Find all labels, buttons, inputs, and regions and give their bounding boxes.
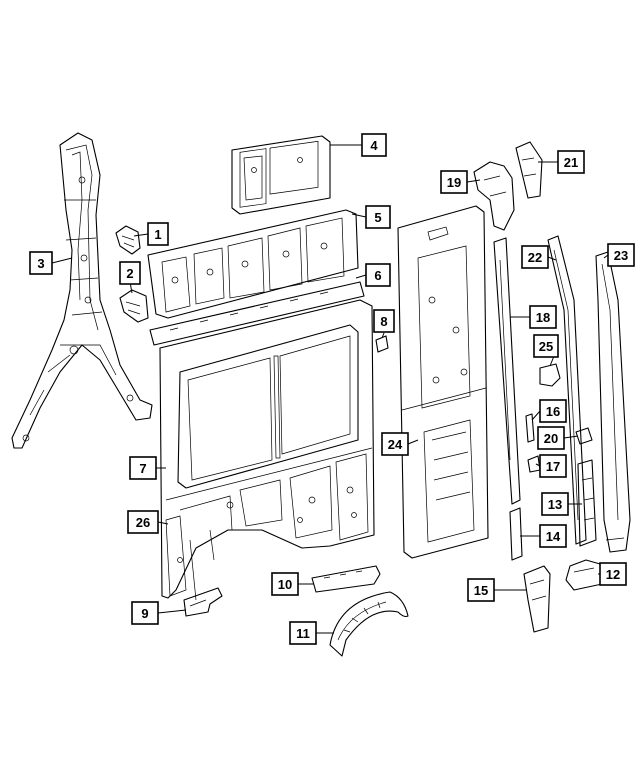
callout-26-label: 26 xyxy=(136,515,150,530)
part-17-clip xyxy=(527,455,541,473)
callout-16: 16 xyxy=(539,399,567,423)
callout-14: 14 xyxy=(539,524,567,548)
callout-15: 15 xyxy=(467,578,495,602)
part-1-bracket xyxy=(115,225,141,255)
callout-19: 19 xyxy=(440,170,468,194)
callout-6: 6 xyxy=(365,263,391,287)
callout-16-label: 16 xyxy=(546,404,560,419)
callout-10-label: 10 xyxy=(278,577,292,592)
callout-26: 26 xyxy=(127,510,159,534)
callout-8: 8 xyxy=(373,309,395,333)
callout-23-label: 23 xyxy=(614,248,628,263)
callout-2: 2 xyxy=(119,261,141,285)
part-20-clip xyxy=(575,427,593,445)
part-2-bracket xyxy=(119,289,149,323)
callout-12: 12 xyxy=(599,562,627,586)
part-8-clip xyxy=(375,335,389,353)
callout-25: 25 xyxy=(533,334,559,358)
part-7-side-panel xyxy=(159,299,375,601)
callout-11-label: 11 xyxy=(296,626,310,641)
part-18-strip xyxy=(493,237,521,505)
callout-5-label: 5 xyxy=(374,210,381,225)
callout-7: 7 xyxy=(129,456,157,480)
part-21-bracket xyxy=(515,141,543,199)
callout-3-label: 3 xyxy=(37,256,44,271)
callout-24: 24 xyxy=(381,432,409,456)
callout-24-label: 24 xyxy=(388,437,403,452)
part-12-corner xyxy=(565,559,603,591)
part-9-bracket xyxy=(183,587,223,617)
part-11-wheelhouse xyxy=(329,591,409,657)
callout-12-label: 12 xyxy=(606,567,620,582)
part-16-plate xyxy=(525,413,535,443)
callout-18-label: 18 xyxy=(536,310,550,325)
callout-22-label: 22 xyxy=(528,250,542,265)
callout-8-label: 8 xyxy=(380,314,387,329)
part-15-bracket xyxy=(523,565,551,633)
leader-lines xyxy=(51,144,609,634)
part-13-member xyxy=(577,459,597,547)
callout-25-label: 25 xyxy=(539,339,553,354)
part-22-strip xyxy=(547,235,587,545)
part-26-lower-inner xyxy=(165,515,187,597)
callout-11: 11 xyxy=(289,621,317,645)
part-24-rear-panel xyxy=(397,205,489,559)
part-4-upper-panel xyxy=(231,135,331,215)
callout-14-label: 14 xyxy=(546,529,561,544)
callout-10: 10 xyxy=(271,572,299,596)
callout-4-label: 4 xyxy=(370,138,378,153)
part-14-member xyxy=(509,507,523,561)
part-3-pillar xyxy=(11,132,153,449)
callout-9-label: 9 xyxy=(141,606,148,621)
part-19-bracket xyxy=(473,161,515,231)
callout-6-label: 6 xyxy=(374,268,381,283)
part-5-roof-rail xyxy=(147,209,359,319)
part-6-strip xyxy=(149,281,365,346)
callout-4: 4 xyxy=(361,133,387,157)
callout-21: 21 xyxy=(557,150,585,174)
callout-7-label: 7 xyxy=(139,461,146,476)
callout-23: 23 xyxy=(607,243,635,267)
callout-1: 1 xyxy=(147,222,169,246)
callout-18: 18 xyxy=(529,305,557,329)
part-10-sill xyxy=(311,565,381,593)
callout-19-label: 19 xyxy=(447,175,461,190)
callout-22: 22 xyxy=(521,245,549,269)
callout-20: 20 xyxy=(537,426,565,450)
callout-13: 13 xyxy=(541,492,569,516)
callout-5: 5 xyxy=(365,205,391,229)
callout-3: 3 xyxy=(29,251,53,275)
callout-13-label: 13 xyxy=(548,497,562,512)
callout-2-label: 2 xyxy=(126,266,133,281)
callout-17-label: 17 xyxy=(546,459,560,474)
callout-9: 9 xyxy=(131,601,159,625)
part-25-bracket xyxy=(539,363,561,387)
callout-15-label: 15 xyxy=(474,583,488,598)
callout-21-label: 21 xyxy=(564,155,578,170)
part-23-pillar xyxy=(595,251,631,553)
callout-20-label: 20 xyxy=(544,431,558,446)
callout-1-label: 1 xyxy=(154,227,161,242)
callout-17: 17 xyxy=(539,454,567,478)
